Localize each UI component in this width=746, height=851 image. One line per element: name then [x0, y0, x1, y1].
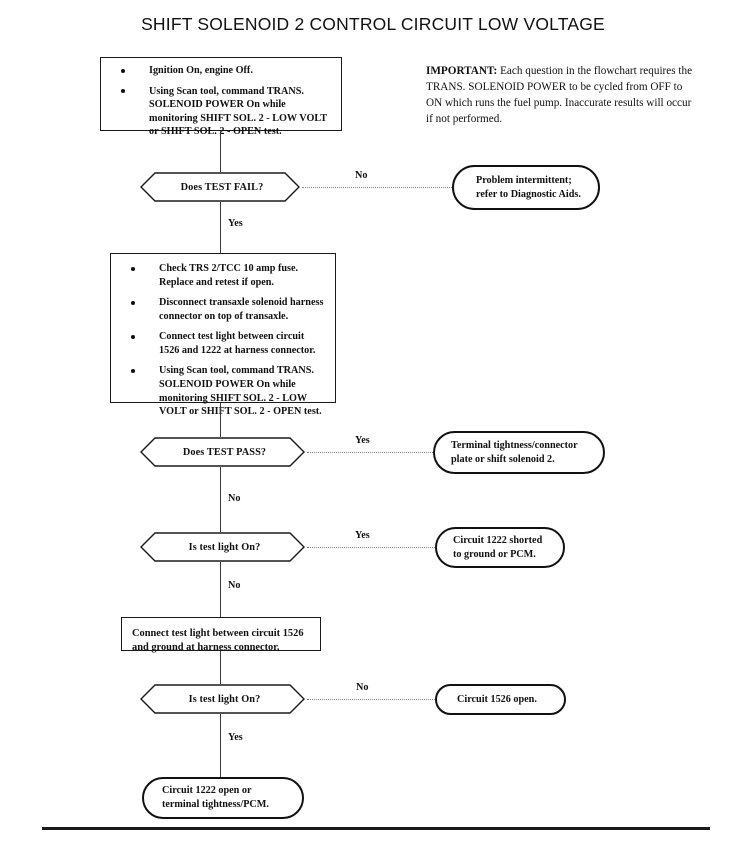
- decision-is-test-light-on-2: Is test light On?: [140, 684, 305, 714]
- connector-decision3-no: [220, 562, 222, 617]
- list-item-text: Check TRS 2/TCC 10 amp fuse. Replace and…: [159, 263, 299, 288]
- connector-decision2-no: [220, 467, 222, 532]
- decision-label: Does TEST FAIL?: [180, 181, 264, 193]
- list-item: Disconnect transaxle solenoid harness co…: [119, 296, 327, 323]
- bullet-dot-icon: [121, 89, 125, 94]
- page-title: SHIFT SOLENOID 2 CONTROL CIRCUIT LOW VOL…: [141, 14, 605, 34]
- terminator-circuit-1222-open: Circuit 1222 open or terminal tightness/…: [142, 777, 304, 819]
- process-box-text: Connect test light between circuit 1526 …: [132, 628, 304, 654]
- edge-label-decision3-yes: Yes: [355, 530, 370, 541]
- connector-decision1-yes: [220, 202, 222, 253]
- terminator-circuit-1222-shorted: Circuit 1222 shorted to ground or PCM.: [435, 527, 565, 568]
- bullet-dot-icon: [131, 300, 135, 305]
- process-box-diagnostic-steps: Check TRS 2/TCC 10 amp fuse. Replace and…: [110, 253, 336, 417]
- connector-box1-to-decision1: [220, 131, 222, 172]
- list-item: Connect test light between circuit 1526 …: [119, 330, 327, 357]
- process-box-initial-conditions-content: Ignition On, engine Off. Using Scan tool…: [101, 58, 341, 145]
- terminator-text: Circuit 1222 open or terminal tightness/…: [162, 785, 269, 810]
- connector-decision4-yes: [220, 714, 222, 777]
- list-item-text: Connect test light between circuit 1526 …: [159, 331, 316, 356]
- terminator-terminal-tightness: Terminal tightness/connector plate or sh…: [433, 431, 605, 474]
- decision-hexagon-shape: [140, 172, 300, 202]
- edge-label-decision2-yes: Yes: [355, 435, 370, 446]
- decision-label: Is test light On?: [188, 693, 261, 705]
- decision-hexagon-shape: [140, 437, 305, 467]
- edge-label-decision2-no: No: [228, 493, 241, 504]
- list-item: Check TRS 2/TCC 10 amp fuse. Replace and…: [119, 262, 327, 289]
- bottom-divider: [42, 827, 710, 830]
- list-item: Using Scan tool, command TRANS. SOLENOID…: [109, 85, 333, 139]
- decision-hexagon-shape: [140, 684, 305, 714]
- important-note-body: Each question in the flowchart requires …: [426, 65, 693, 125]
- process-box-initial-conditions: Ignition On, engine Off. Using Scan tool…: [100, 57, 342, 137]
- process-box-diagnostic-steps-content: Check TRS 2/TCC 10 amp fuse. Replace and…: [111, 254, 335, 425]
- bullet-dot-icon: [131, 266, 135, 271]
- list-item-text: Ignition On, engine Off.: [149, 65, 253, 76]
- bullet-dot-icon: [121, 68, 125, 73]
- connector-box3-to-decision4: [220, 651, 222, 684]
- edge-label-decision4-yes: Yes: [228, 732, 243, 743]
- list-item: Using Scan tool, command TRANS. SOLENOID…: [119, 364, 327, 418]
- bullet-dot-icon: [131, 368, 135, 373]
- list-item-text: Using Scan tool, command TRANS. SOLENOID…: [149, 85, 327, 138]
- list-item-text: Disconnect transaxle solenoid harness co…: [159, 297, 324, 322]
- terminator-text: Circuit 1526 open.: [457, 693, 537, 705]
- terminator-problem-intermittent: Problem intermittent; refer to Diagnosti…: [452, 165, 600, 210]
- diagnostic-steps-bullet-list: Check TRS 2/TCC 10 amp fuse. Replace and…: [119, 262, 327, 419]
- important-note-label: IMPORTANT:: [426, 65, 498, 77]
- decision-does-test-pass: Does TEST PASS?: [140, 437, 305, 467]
- decision-hexagon-shape: [140, 532, 305, 562]
- terminator-text: Terminal tightness/connector plate or sh…: [451, 439, 578, 465]
- edge-label-decision1-no: No: [355, 170, 368, 181]
- terminator-text: Circuit 1222 shorted to ground or PCM.: [453, 534, 543, 560]
- connector-decision2-yes: [307, 452, 433, 453]
- terminator-text: Problem intermittent; refer to Diagnosti…: [476, 174, 581, 200]
- list-item: Ignition On, engine Off.: [109, 64, 333, 78]
- list-item-text: Using Scan tool, command TRANS. SOLENOID…: [159, 365, 322, 418]
- decision-does-test-fail: Does TEST FAIL?: [140, 172, 300, 202]
- edge-label-decision1-yes: Yes: [228, 218, 243, 229]
- edge-label-decision3-no: No: [228, 580, 241, 591]
- edge-label-decision4-no: No: [356, 682, 369, 693]
- decision-is-test-light-on-1: Is test light On?: [140, 532, 305, 562]
- decision-label: Is test light On?: [188, 541, 261, 553]
- important-note: IMPORTANT: Each question in the flowchar…: [426, 64, 694, 128]
- connector-decision1-no: [302, 187, 454, 188]
- connector-box2-to-decision2: [220, 403, 222, 437]
- initial-conditions-bullet-list: Ignition On, engine Off. Using Scan tool…: [109, 64, 333, 139]
- decision-label: Does TEST PASS?: [182, 446, 267, 458]
- terminator-circuit-1526-open: Circuit 1526 open.: [435, 684, 566, 715]
- bullet-dot-icon: [131, 334, 135, 339]
- process-box-connect-test-light-ground: Connect test light between circuit 1526 …: [121, 617, 321, 653]
- connector-decision3-yes: [307, 547, 435, 548]
- connector-decision4-no: [307, 699, 435, 700]
